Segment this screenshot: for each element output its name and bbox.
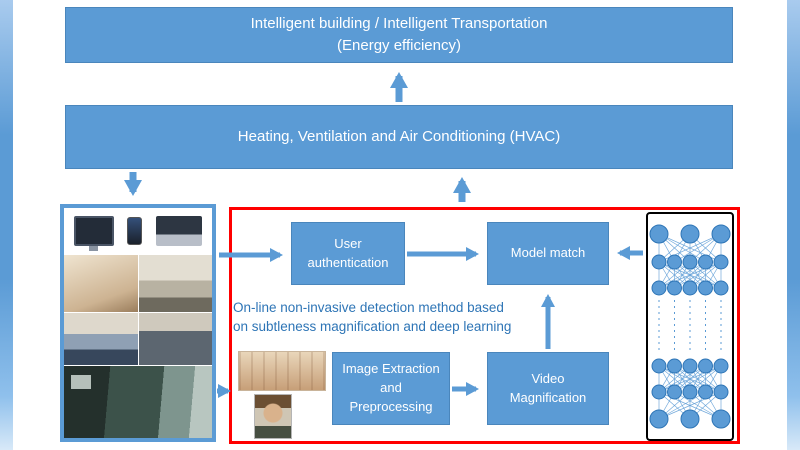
photo-smartphone — [127, 217, 143, 245]
photo-person-on-couch — [138, 255, 212, 312]
image-extraction-box: Image Extraction and Preprocessing — [332, 352, 450, 425]
photo-office-room — [64, 255, 138, 312]
left-blue-edge — [0, 0, 13, 450]
photo-people-with-laptop — [64, 313, 138, 365]
sensor-photo-collage — [60, 204, 216, 442]
video-magnification-label: Video Magnification — [509, 370, 587, 405]
photo-meeting-room — [64, 366, 212, 438]
intelligent-building-line2: (Energy efficiency) — [337, 37, 461, 54]
intelligent-building-box: Intelligent building / Intelligent Trans… — [65, 7, 733, 63]
user-authentication-box: User authentication — [291, 222, 405, 285]
photo-user-portrait — [254, 394, 292, 439]
model-match-label: Model match — [510, 245, 586, 261]
hvac-label: Heating, Ventilation and Air Conditionin… — [237, 128, 561, 146]
photo-laptop — [155, 216, 202, 246]
neural-network-svg — [649, 224, 731, 429]
hvac-box: Heating, Ventilation and Air Conditionin… — [65, 105, 733, 169]
method-annotation-line1: On-line non-invasive detection method ba… — [233, 300, 504, 315]
intelligent-building-line1: Intelligent building / Intelligent Trans… — [250, 15, 548, 33]
image-extraction-label: Image Extraction and Preprocessing — [342, 361, 440, 414]
photo-devices — [64, 208, 212, 254]
detection-method-region — [229, 207, 740, 444]
right-blue-edge — [787, 0, 800, 450]
neural-network-diagram — [646, 212, 734, 441]
video-magnification-box: Video Magnification — [487, 352, 609, 425]
photo-hands-on-surface — [238, 351, 326, 391]
photo-monitor — [74, 216, 115, 251]
photo-office-worker — [138, 313, 212, 365]
method-annotation-line2: on subtleness magnification and deep lea… — [233, 318, 512, 334]
user-authentication-label: User authentication — [307, 235, 389, 270]
model-match-box: Model match — [487, 222, 609, 285]
method-annotation: On-line non-invasive detection method ba… — [233, 299, 578, 337]
